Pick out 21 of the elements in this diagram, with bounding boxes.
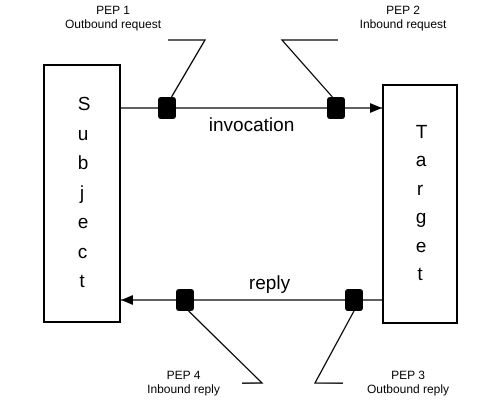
entity-label: Target: [416, 120, 424, 287]
pep-description: Outbound request: [64, 17, 162, 31]
enforcement-point-block: [345, 289, 363, 311]
leader-line: [168, 39, 206, 98]
leader-line: [280, 39, 338, 98]
entity-box: [382, 84, 458, 324]
enforcement-point-block: [176, 289, 194, 311]
pep-name: PEP 4: [166, 368, 200, 382]
pep-description: Inbound reply: [147, 382, 220, 396]
pep-name: PEP 2: [386, 3, 420, 17]
arrow: [345, 103, 382, 113]
leader-line: [314, 310, 355, 384]
pep-description: Outbound reply: [366, 382, 450, 396]
pep-name: PEP 3: [391, 368, 425, 382]
enforcement-point-block: [158, 97, 176, 119]
pep-description: Inbound request: [360, 17, 446, 31]
enforcement-point-block: [327, 97, 345, 119]
leader-line: [188, 310, 264, 384]
arrow: [121, 295, 176, 305]
pep-name: PEP 1: [96, 3, 130, 17]
entity-box: [43, 64, 121, 323]
